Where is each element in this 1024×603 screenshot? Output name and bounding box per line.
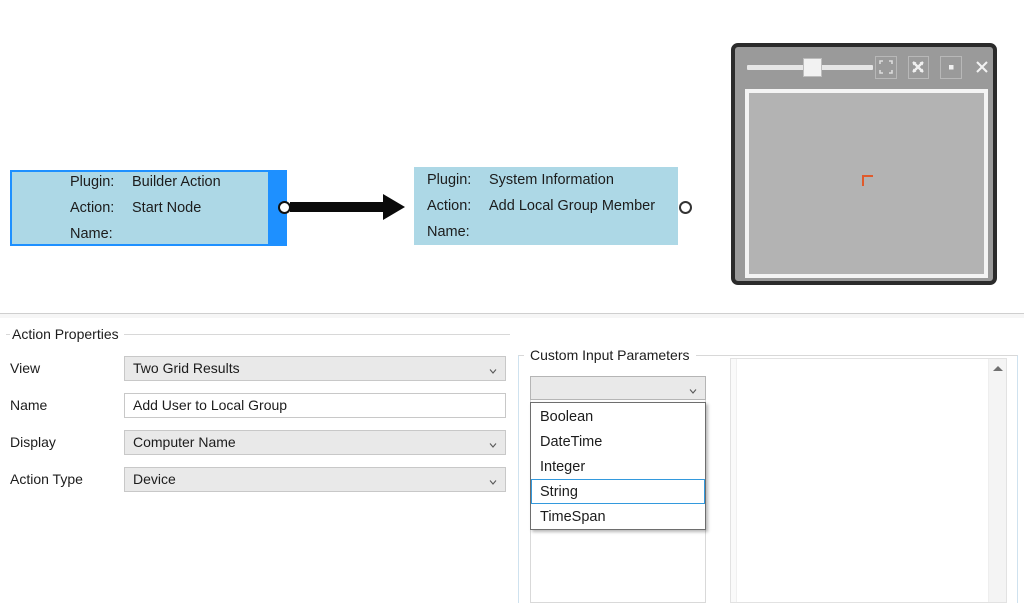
parameter-type-dropdown-list[interactable]: Boolean DateTime Integer String TimeSpan (530, 402, 706, 530)
view-combobox-value: Two Grid Results (133, 360, 240, 376)
node-action-value: Add Local Group Member (489, 198, 656, 214)
custom-input-parameters-group: Custom Input Parameters Boolean DateTime… (518, 346, 1018, 603)
chevron-down-icon (488, 437, 498, 448)
label-view: View (10, 360, 41, 376)
node-name-value (489, 219, 678, 245)
node-plugin-row: Plugin: System Information (427, 167, 678, 193)
chevron-down-icon (488, 363, 498, 374)
scroll-up-arrow-icon[interactable] (992, 366, 1003, 371)
node-selection-bar (268, 170, 287, 246)
node-action-label: Action: (70, 200, 115, 216)
display-combobox-value: Computer Name (133, 434, 236, 450)
view-combobox[interactable]: Two Grid Results (124, 355, 506, 381)
stop-square-icon[interactable] (940, 55, 962, 79)
node-name-label: Name: (427, 224, 470, 240)
parameter-detail-panel[interactable] (730, 358, 1007, 603)
node-plugin-label: Plugin: (427, 172, 472, 188)
node-action-label: Action: (427, 198, 472, 214)
node-name-value (132, 221, 285, 247)
node-output-port-action[interactable] (679, 201, 692, 214)
action-type-combobox[interactable]: Device (124, 466, 506, 492)
group-divider (6, 334, 510, 335)
label-action-type: Action Type (10, 471, 83, 487)
node-plugin-value: System Information (489, 172, 614, 188)
chevron-down-icon (688, 383, 698, 394)
minimap-position-marker-icon (862, 175, 873, 186)
action-type-combobox-value: Device (133, 471, 176, 487)
name-input-value: Add User to Local Group (133, 397, 288, 413)
custom-input-parameters-title: Custom Input Parameters (524, 346, 696, 365)
workflow-canvas[interactable]: Plugin: Builder Action Action: Start Nod… (0, 0, 1024, 313)
node-name-label: Name: (70, 226, 113, 242)
chevron-down-icon (488, 474, 498, 485)
connector-line[interactable] (290, 202, 384, 212)
field-row-display: Display Computer Name (10, 429, 506, 455)
dropdown-option-timespan[interactable]: TimeSpan (540, 509, 606, 525)
node-name-row: Name: (70, 221, 285, 247)
connector-arrowhead-icon (383, 194, 405, 220)
zoom-slider[interactable] (747, 57, 873, 77)
parameter-detail-gutter (731, 359, 737, 602)
properties-pane: Action Properties View Two Grid Results … (0, 318, 1024, 603)
node-action-value: Start Node (132, 200, 202, 216)
close-icon[interactable] (972, 56, 993, 79)
display-combobox[interactable]: Computer Name (124, 429, 506, 455)
dropdown-option-datetime[interactable]: DateTime (540, 434, 603, 450)
node-plugin-label: Plugin: (70, 174, 115, 190)
zoom-slider-thumb[interactable] (803, 58, 822, 77)
node-action-row: Action: Start Node (70, 195, 285, 221)
dropdown-option-integer[interactable]: Integer (540, 459, 586, 475)
action-properties-group: Action Properties View Two Grid Results … (6, 325, 510, 603)
dropdown-option-boolean[interactable]: Boolean (540, 409, 594, 425)
node-plugin-row: Plugin: Builder Action (70, 169, 285, 195)
parameter-detail-scrollbar[interactable] (988, 359, 1006, 602)
minimap-window[interactable] (731, 43, 997, 285)
field-row-name: Name Add User to Local Group (10, 392, 506, 418)
workflow-node-start[interactable]: Plugin: Builder Action Action: Start Nod… (10, 170, 287, 246)
dropdown-option-string[interactable]: String (531, 479, 705, 504)
node-plugin-value: Builder Action (132, 174, 221, 190)
group-border (518, 355, 1018, 603)
name-input[interactable]: Add User to Local Group (124, 392, 506, 418)
expand-arrows-icon[interactable] (907, 55, 930, 79)
action-properties-title: Action Properties (10, 325, 124, 344)
minimap-viewport[interactable] (745, 89, 988, 278)
label-name: Name (10, 397, 48, 413)
node-action-row: Action: Add Local Group Member (427, 193, 678, 219)
parameter-type-combobox[interactable] (530, 376, 706, 400)
field-row-view: View Two Grid Results (10, 355, 506, 381)
label-display: Display (10, 434, 56, 450)
fit-to-screen-icon[interactable] (875, 55, 897, 79)
minimap-toolbar (735, 47, 993, 87)
field-row-action-type: Action Type Device (10, 466, 506, 492)
node-name-row: Name: (427, 219, 678, 245)
workflow-node-add-local-group-member[interactable]: Plugin: System Information Action: Add L… (414, 167, 678, 245)
